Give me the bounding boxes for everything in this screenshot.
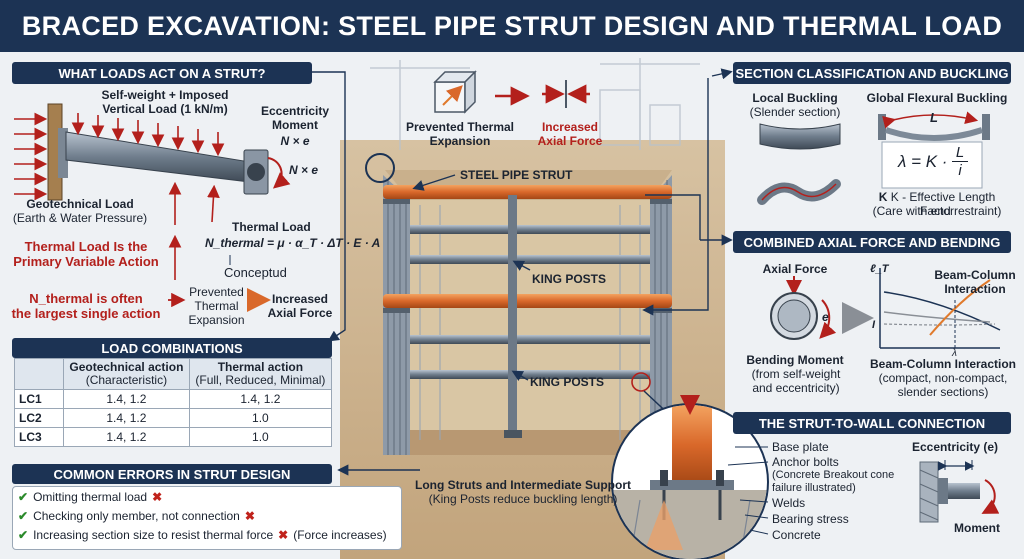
table-header-thermal: Thermal action(Full, Reduced, Minimal) — [188, 358, 333, 390]
conceptud-label: Conceptud — [224, 265, 287, 280]
combined-header: COMBINED AXIAL FORCE AND BENDING — [733, 231, 1011, 253]
list-item: ✔Increasing section size to resist therm… — [18, 528, 387, 542]
page-title: BRACED EXCAVATION: STEEL PIPE STRUT DESI… — [0, 0, 1024, 52]
e-label: e — [822, 310, 829, 324]
lambda-numerator: L — [952, 144, 968, 162]
section-header: SECTION CLASSIFICATION AND BUCKLING — [733, 62, 1011, 84]
connection-item-base-plate: Base plate — [772, 440, 829, 454]
check-icon: ✔ — [18, 490, 29, 504]
bending-moment-sub: (from self-weight and eccentricity) — [751, 367, 841, 395]
connection-header: THE STRUT-TO-WALL CONNECTION — [733, 412, 1011, 434]
increased-axial-left: Increased Axial Force — [267, 292, 333, 320]
bci-sub: (compact, non-compact, slender sections) — [878, 371, 1008, 399]
largest-action-label: N_thermal is often the largest single ac… — [11, 291, 161, 321]
prevented-expansion-top: Prevented Thermal Expansion — [405, 120, 515, 148]
king-posts-label-2: KING POSTS — [530, 375, 605, 389]
steel-pipe-strut-label: STEEL PIPE STRUT — [460, 168, 573, 182]
table-header-geo: Geotechnical action(Characteristic) — [63, 358, 190, 390]
bci-title: Beam-Column Interaction — [869, 357, 1016, 371]
nxe-label: N × e — [289, 163, 319, 177]
thermal-formula: N_thermal = μ · α_T · ΔT · E · A — [205, 236, 381, 250]
prevented-expansion-left: Prevented Thermal Expansion — [188, 285, 245, 327]
connection-item-concrete: Concrete — [772, 528, 821, 542]
x-icon: ✖ — [278, 528, 289, 542]
eccentricity-e-label: Eccentricity (e) — [912, 440, 999, 454]
interaction-label: Beam-Column Interaction — [934, 268, 1016, 296]
long-struts-sub: (King Posts reduce buckling length) — [428, 492, 618, 506]
check-icon: ✔ — [18, 509, 29, 523]
eccentricity-title: Eccentricity Moment — [260, 104, 330, 132]
connection-item-welds: Welds — [772, 496, 806, 510]
connection-item-anchor-bolts: Anchor bolts — [772, 455, 839, 469]
list-item: ✔Checking only member, not connection✖ — [18, 509, 255, 523]
long-struts-title: Long Struts and Intermediate Support — [414, 478, 631, 492]
errors-panel — [12, 486, 402, 550]
lambda-formula: λ = K · — [898, 152, 947, 172]
geotech-sub: (Earth & Water Pressure) — [12, 211, 148, 225]
lambda-fraction: L i — [952, 144, 968, 179]
chart-i-label: I — [872, 319, 876, 331]
table-header-blank — [14, 358, 64, 390]
king-posts-label-1: KING POSTS — [532, 272, 607, 286]
check-icon: ✔ — [18, 528, 29, 542]
increased-axial-top: Increased Axial Force — [537, 120, 603, 148]
connection-item-bearing: Bearing stress — [772, 512, 849, 526]
chart-x-label: λ — [952, 348, 957, 359]
k-factor-sub: (Care with end restraint) — [872, 204, 1002, 218]
connection-item-breakout: (Concrete Breakout cone failure illustra… — [772, 469, 895, 494]
geotech-title: Geotechnical Load — [26, 197, 134, 211]
local-buckling-sub: (Slender section) — [749, 105, 841, 119]
length-label: L — [930, 110, 938, 125]
chart-y-label: ℓ_T — [870, 263, 889, 275]
moment-label: Moment — [954, 521, 1000, 535]
self-weight-label: Self-weight + Imposed Vertical Load (1 k… — [101, 88, 229, 116]
global-buckling-title: Global Flexural Buckling — [866, 91, 1008, 105]
lambda-lhs: λ = K · — [898, 152, 948, 171]
loads-header: WHAT LOADS ACT ON A STRUT? — [12, 62, 312, 84]
lambda-denominator: i — [958, 162, 962, 179]
load-combinations-table: Geotechnical action(Characteristic) Ther… — [14, 358, 333, 447]
x-icon: ✖ — [244, 509, 255, 523]
errors-header: COMMON ERRORS IN STRUT DESIGN — [12, 464, 332, 484]
axial-force-label: Axial Force — [762, 262, 828, 276]
list-item: ✔Omitting thermal load✖ — [18, 490, 163, 504]
primary-action-label: Thermal Load Is the Primary Variable Act… — [13, 239, 159, 269]
load-combinations-header: LOAD COMBINATIONS — [12, 338, 332, 358]
x-icon: ✖ — [152, 490, 163, 504]
local-buckling-title: Local Buckling — [752, 91, 838, 105]
thermal-load-title: Thermal Load — [232, 220, 311, 234]
bending-moment-title: Bending Moment — [746, 353, 844, 367]
eccentricity-formula: N × e — [280, 134, 310, 148]
k-factor-title: K K - Effective Length Factor — [878, 190, 996, 218]
